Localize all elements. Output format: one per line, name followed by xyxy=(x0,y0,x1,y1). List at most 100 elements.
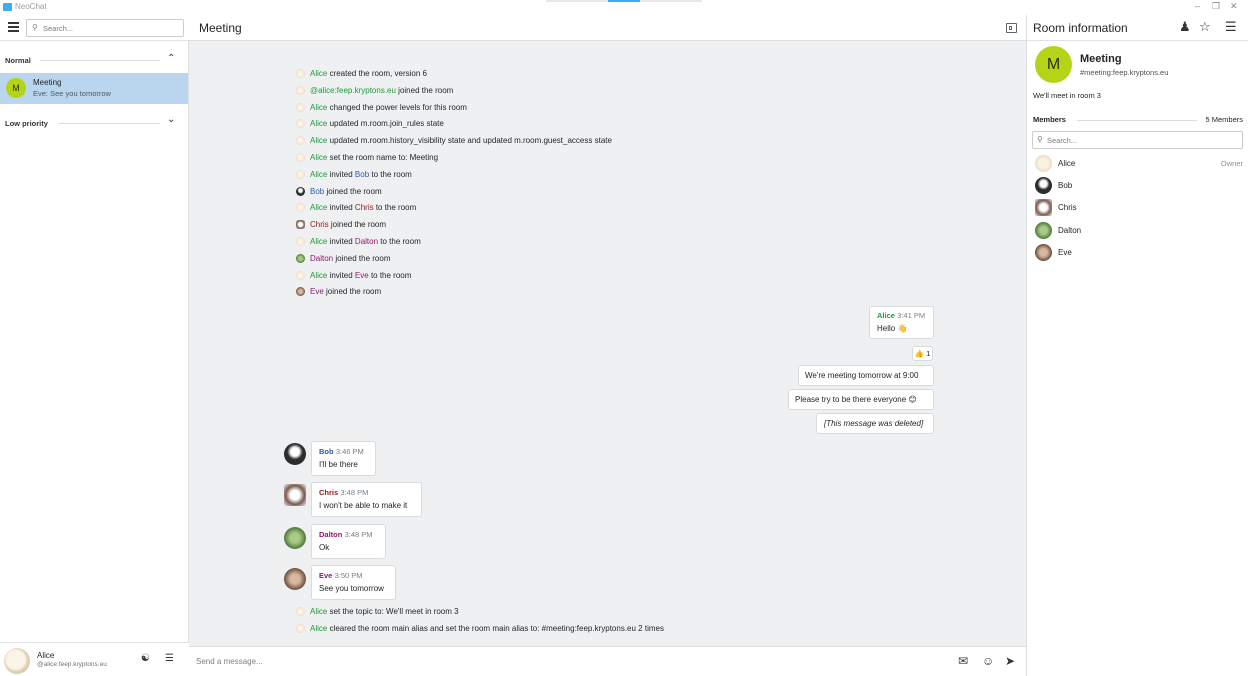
app-icon xyxy=(3,3,12,11)
member-item[interactable]: Chris xyxy=(1035,199,1243,217)
sender-name[interactable]: Eve xyxy=(319,571,333,580)
sender-name[interactable]: Bob xyxy=(319,447,334,456)
sender-name[interactable]: Alice xyxy=(310,69,328,78)
target-name[interactable]: Bob xyxy=(354,169,370,179)
title-bar[interactable]: NeoChat – ❐ ✕ xyxy=(0,0,1248,15)
section-label: Normal xyxy=(5,56,31,65)
avatar[interactable] xyxy=(296,119,305,129)
member-item[interactable]: Eve xyxy=(1035,243,1243,262)
avatar[interactable] xyxy=(296,153,305,162)
sender-name[interactable]: Alice xyxy=(310,203,328,213)
sender-name[interactable]: Dalton xyxy=(319,530,343,539)
message-bubble[interactable]: We're meeting tomorrow at 9:00 xyxy=(798,365,934,386)
drag-handle[interactable] xyxy=(546,0,702,2)
room-item-meeting[interactable]: M Meeting Eve: See you tomorrow xyxy=(0,73,188,104)
attach-icon[interactable]: ✉ xyxy=(958,654,969,668)
room-info-panel: Room information ♟ ☆ ☰ M Meeting #meetin… xyxy=(1026,15,1248,676)
sender-name[interactable]: Bob xyxy=(310,186,325,196)
sender-name[interactable]: Chris xyxy=(310,220,329,230)
sender-name[interactable]: Dalton xyxy=(310,253,334,263)
avatar[interactable] xyxy=(296,69,305,78)
invite-user-icon[interactable]: ♟ xyxy=(1179,19,1191,34)
avatar[interactable] xyxy=(296,203,305,213)
event-text: joined the room xyxy=(323,287,382,297)
reaction-thumbs-up[interactable]: 👍 1 xyxy=(912,346,933,361)
chevron-down-icon[interactable]: ⌄ xyxy=(167,114,176,125)
sender-name[interactable]: Chris xyxy=(319,488,339,497)
message-bubble[interactable]: [This message was deleted] xyxy=(816,413,934,434)
sender-name[interactable]: Alice xyxy=(310,102,328,112)
toggle-drawer-icon[interactable] xyxy=(1006,23,1017,33)
message-bubble[interactable]: Please try to be there everyone 😊 xyxy=(788,389,934,410)
avatar[interactable] xyxy=(284,527,306,549)
restore-button[interactable]: ❐ xyxy=(1212,1,1221,11)
minimize-button[interactable]: – xyxy=(1195,1,1201,11)
avatar[interactable] xyxy=(284,568,306,590)
message-composer[interactable]: Send a message... ✉ ☺ ➤ xyxy=(189,646,1026,676)
room-avatar: M xyxy=(6,78,26,98)
settings-sliders-icon[interactable]: ☰ xyxy=(165,653,174,664)
message-bubble[interactable]: Chris 3:48 PM I won't be able to make it xyxy=(311,482,422,517)
avatar[interactable] xyxy=(296,253,305,263)
message-bubble[interactable]: Alice 3:41 PM Hello 👋 xyxy=(869,306,934,339)
avatar[interactable] xyxy=(4,648,30,674)
message-bubble[interactable]: Bob 3:46 PM I'll be there xyxy=(311,441,376,476)
emoji-icon[interactable]: ☺ xyxy=(982,654,995,668)
room-search-input[interactable]: ⚲ Search... xyxy=(26,19,184,37)
send-icon[interactable]: ➤ xyxy=(1005,654,1016,668)
message-text: [This message was deleted] xyxy=(824,419,924,428)
avatar[interactable] xyxy=(296,186,305,196)
star-icon[interactable]: ☆ xyxy=(1199,19,1211,34)
room-list-header: ⚲ Search... xyxy=(0,15,189,41)
close-button[interactable]: ✕ xyxy=(1230,1,1238,11)
event-text: cleared the room main alias and set the … xyxy=(327,624,664,633)
state-event: Alice invited Bob to the room xyxy=(296,169,412,183)
reaction-count: 1 xyxy=(926,349,931,358)
sender-name[interactable]: Alice xyxy=(310,607,328,616)
avatar[interactable] xyxy=(296,220,305,230)
avatar[interactable] xyxy=(296,102,305,112)
sender-name[interactable]: @alice:feep.kryptons.eu xyxy=(310,85,396,95)
member-name: Bob xyxy=(1058,181,1073,191)
sender-name[interactable]: Alice xyxy=(310,119,328,129)
avatar[interactable] xyxy=(296,624,305,633)
sender-name[interactable]: Alice xyxy=(310,153,328,162)
target-name[interactable]: Eve xyxy=(354,270,369,280)
message-input[interactable]: Send a message... xyxy=(196,657,263,666)
avatar[interactable] xyxy=(296,136,305,146)
avatar[interactable] xyxy=(296,607,305,616)
target-name[interactable]: Dalton xyxy=(354,237,379,246)
member-search-input[interactable]: ⚲ Search... xyxy=(1032,131,1243,149)
sender-name[interactable]: Alice xyxy=(310,624,328,633)
member-item[interactable]: Dalton xyxy=(1035,221,1243,240)
section-normal[interactable]: Normal ⌃ xyxy=(0,52,189,68)
room-header: Meeting xyxy=(189,15,1026,41)
sender-name[interactable]: Eve xyxy=(310,287,324,297)
hamburger-menu-icon[interactable] xyxy=(8,22,19,32)
avatar[interactable] xyxy=(296,169,305,179)
avatar[interactable] xyxy=(296,270,305,280)
avatar[interactable] xyxy=(296,237,305,246)
state-event: Alice set the room name to: Meeting xyxy=(296,153,438,166)
account-switch-icon[interactable]: ☯ xyxy=(141,653,150,664)
sender-name[interactable]: Alice xyxy=(310,237,328,246)
avatar[interactable] xyxy=(284,484,306,506)
sender-name[interactable]: Alice xyxy=(310,169,328,179)
chevron-up-icon[interactable]: ⌃ xyxy=(167,53,176,64)
section-low-priority[interactable]: Low priority ⌄ xyxy=(0,114,189,131)
sender-name[interactable]: Alice xyxy=(310,136,328,146)
sender-name[interactable]: Alice xyxy=(310,270,328,280)
message-bubble[interactable]: Dalton 3:48 PM Ok xyxy=(311,524,386,559)
message-bubble[interactable]: Eve 3:50 PM See you tomorrow xyxy=(311,565,396,600)
target-name[interactable]: Chris xyxy=(354,203,374,213)
settings-sliders-icon[interactable]: ☰ xyxy=(1225,19,1237,34)
avatar[interactable] xyxy=(296,85,305,95)
avatar xyxy=(1035,155,1052,172)
avatar[interactable] xyxy=(296,287,305,297)
avatar[interactable] xyxy=(284,443,306,465)
sender-name[interactable]: Alice xyxy=(877,311,895,320)
state-event: Alice invited Eve to the room xyxy=(296,270,411,284)
member-item[interactable]: Bob xyxy=(1035,177,1243,195)
